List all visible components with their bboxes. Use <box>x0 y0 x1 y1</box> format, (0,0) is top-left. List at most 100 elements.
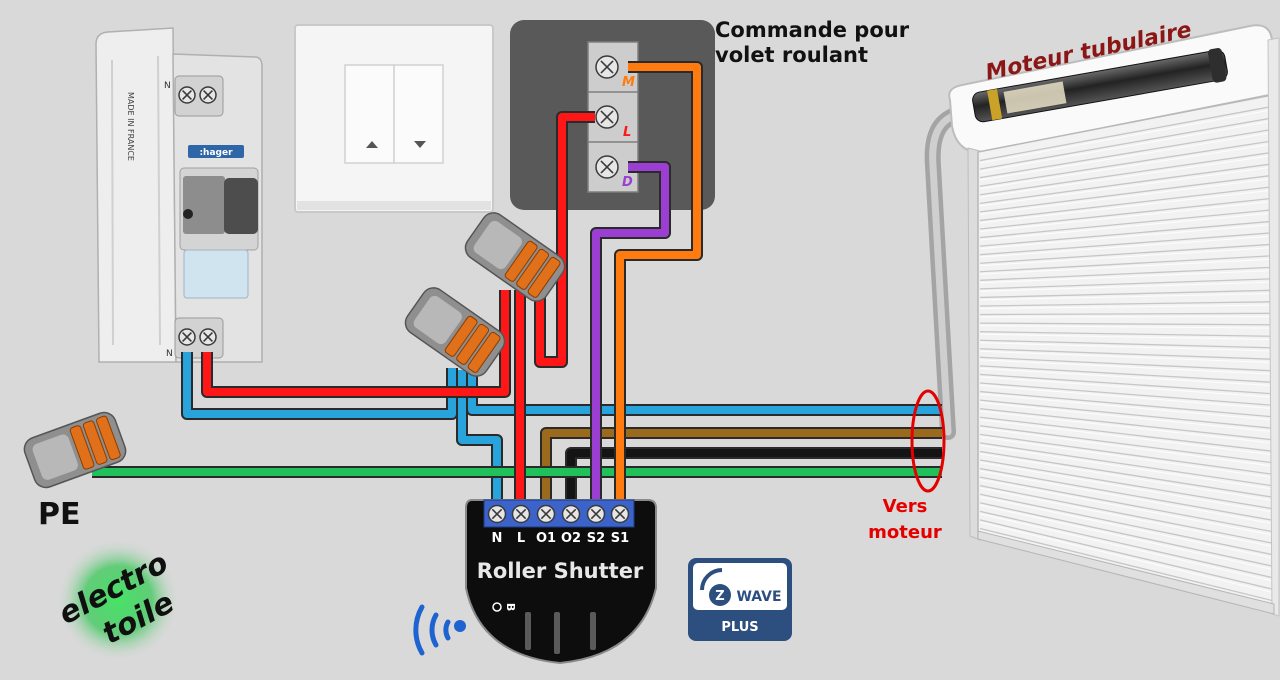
shutter-slat <box>979 416 1273 452</box>
module-led-ring <box>492 602 502 612</box>
shutter-slat <box>979 450 1273 498</box>
shutter-slat-highlight <box>979 462 1273 513</box>
shutter-slat <box>979 186 1273 222</box>
zwave-wave: WAVE <box>736 589 781 605</box>
wireless-signal-icon <box>413 604 451 656</box>
shutter-slat <box>979 527 1273 602</box>
wire-core <box>468 370 942 414</box>
shutter-slat-highlight <box>979 427 1273 467</box>
wago-lever <box>82 420 108 465</box>
shutter-slat-highlight <box>979 359 1273 375</box>
title-line1: Commande pour <box>715 18 910 42</box>
shutter-slat <box>979 266 1273 281</box>
screw-slot <box>590 508 602 520</box>
shutter-slat <box>979 485 1273 544</box>
shutter-slat-highlight <box>979 155 1273 198</box>
shutter-slat <box>979 519 1273 590</box>
terminal-screw <box>511 504 531 524</box>
shutter-slat <box>979 493 1273 556</box>
shutter-right-rail <box>1267 37 1280 617</box>
motor-sticker <box>1003 81 1067 114</box>
wire-core <box>616 63 701 506</box>
shutter-slat <box>979 425 1273 464</box>
shutter-slat <box>979 356 1273 372</box>
shutter-slat <box>979 289 1273 299</box>
screw-slot <box>182 332 192 342</box>
terminal-screw <box>178 86 196 104</box>
shutter-slats <box>979 105 1273 605</box>
shutter-slat <box>979 442 1273 487</box>
wago-window <box>473 220 522 270</box>
terminal-screw <box>595 55 619 79</box>
shutter-slat-highlight <box>979 444 1273 490</box>
screw-slot <box>540 508 552 520</box>
roller-shutter <box>924 24 1280 617</box>
breaker-neutral-pole <box>95 27 177 363</box>
shutter-slat <box>979 232 1273 256</box>
breaker-brand-plate <box>188 145 244 158</box>
switch-plate-shadow <box>297 201 491 210</box>
shutter-slat <box>979 128 1273 179</box>
shutter-slat-highlight <box>979 470 1273 524</box>
terminal-label-m: M <box>622 75 635 90</box>
shutter-slat-highlight <box>979 224 1273 250</box>
wire-motor-black <box>565 447 942 506</box>
wago-lever <box>516 248 550 290</box>
terminal-label-o1: O1 <box>536 531 556 546</box>
shutter-slat <box>979 301 1273 307</box>
vers-moteur-line1: Vers <box>883 496 928 517</box>
terminal-label-d: D <box>622 175 633 190</box>
breaker-bottom-pole-label: N <box>166 349 173 359</box>
arrow-up-icon <box>366 141 378 148</box>
wire-switch-phase-red <box>534 111 595 368</box>
screw-slot <box>491 508 503 520</box>
title-line2: volet roulant <box>715 43 868 67</box>
pe-label: PE <box>38 497 80 532</box>
signal-dot <box>454 620 466 632</box>
shutter-slat-highlight <box>979 304 1273 309</box>
zwave-arc-icon <box>700 568 723 591</box>
shutter-slat-highlight <box>979 385 1273 409</box>
breaker-bottom-terminal-housing <box>174 317 224 359</box>
module-terminal-strip <box>483 499 635 528</box>
shutter-slat <box>979 197 1273 230</box>
module-body <box>465 499 657 665</box>
shutter-slat-highlight <box>979 109 1273 164</box>
signal-arc-medium <box>429 612 439 648</box>
shutter-slat-highlight <box>979 453 1273 501</box>
shutter-slat <box>979 140 1273 187</box>
terminal-screw <box>610 504 630 524</box>
shutter-slat <box>979 339 1273 349</box>
shutter-slat-highlight <box>979 178 1273 215</box>
terminal-label-s1: S1 <box>611 531 629 546</box>
shutter-slat-highlight <box>979 143 1273 190</box>
zwave-z: Z <box>715 589 724 604</box>
terminal-label-n: N <box>492 531 503 546</box>
wire-switch-down-purple <box>590 161 671 506</box>
terminal-label-l: L <box>517 531 525 546</box>
terminal-screw <box>487 504 507 524</box>
wire-switch-up-orange <box>614 61 703 506</box>
motor-head <box>987 88 1003 121</box>
wago-lever <box>504 240 538 282</box>
wago-lever <box>527 256 561 298</box>
shutter-slat <box>979 278 1273 290</box>
wago-lever <box>456 323 490 365</box>
wire-core <box>536 113 595 366</box>
wire-motor-neutral-blue <box>466 370 942 416</box>
shutter-slat <box>979 322 1273 326</box>
shutter-slat <box>979 365 1273 383</box>
tubular-motor <box>972 48 1228 123</box>
terminal-screw <box>586 504 606 524</box>
electrotoile-logo: electro toile <box>53 538 180 662</box>
wago-lever <box>444 315 478 357</box>
shutter-slat <box>979 255 1273 273</box>
module-slot <box>554 612 560 654</box>
shutter-slat <box>979 510 1273 579</box>
switch-terminal-screws <box>595 55 619 179</box>
logo-glow <box>56 538 180 662</box>
shutter-slat-highlight <box>979 496 1273 559</box>
vers-moteur-line2: moteur <box>868 522 942 543</box>
wago-lever <box>467 331 501 373</box>
